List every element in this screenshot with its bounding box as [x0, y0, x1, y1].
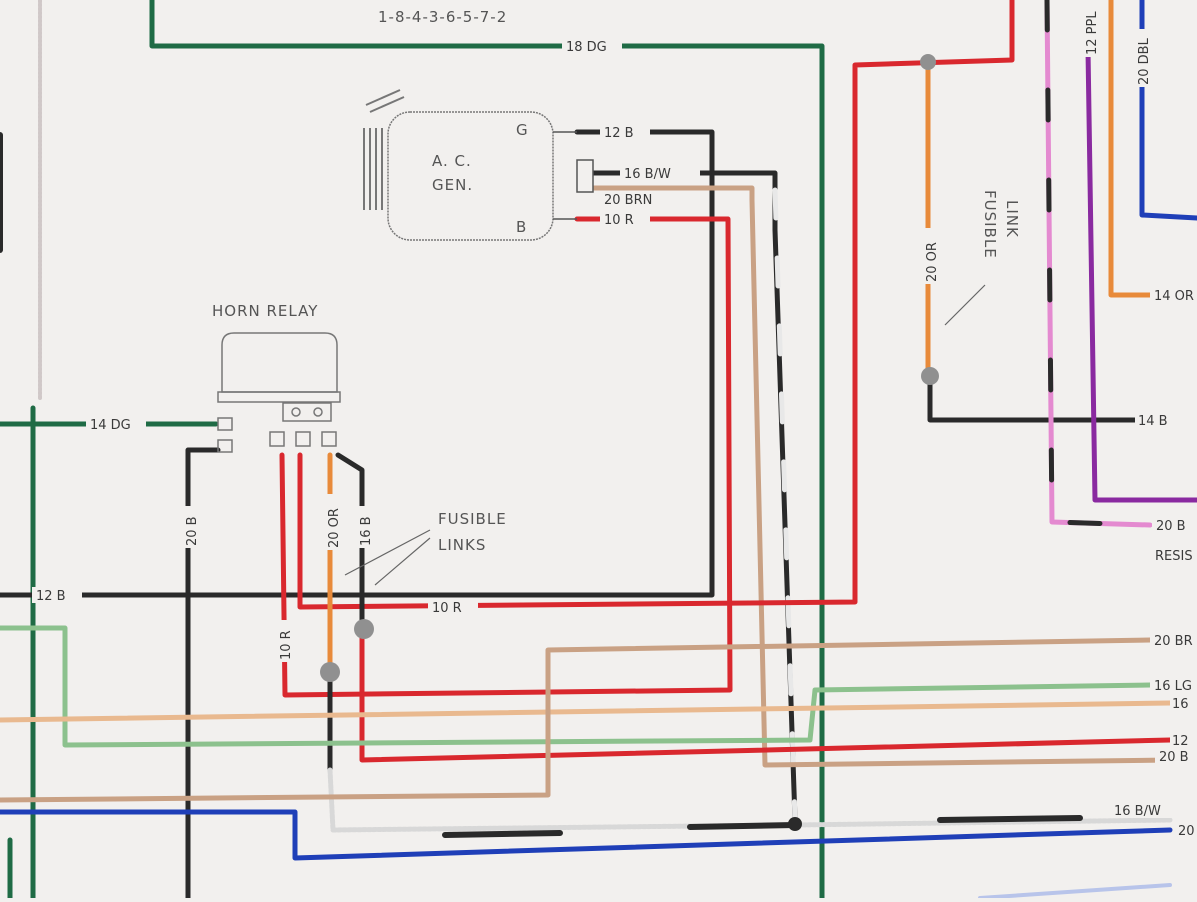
terminal-g-label: G — [516, 121, 529, 139]
label-12b-gen: 12 B — [600, 124, 650, 141]
alternator-connector-icon — [576, 159, 594, 193]
label-10r-gen: 10 R — [600, 211, 650, 228]
svg-text:14 DG: 14 DG — [90, 418, 131, 433]
svg-text:20 DBL: 20 DBL — [1137, 37, 1152, 85]
wire-16bw-bottom — [442, 815, 1083, 838]
wire-16b-red — [359, 625, 1173, 763]
svg-text:12 B: 12 B — [36, 589, 66, 604]
alternator-label-1: A. C. — [432, 152, 472, 170]
splice-dot — [788, 817, 802, 831]
svg-text:FUSIBLE: FUSIBLE — [981, 190, 999, 259]
svg-text:20 OR: 20 OR — [327, 508, 342, 548]
wire-20-blue-bottom — [0, 809, 1173, 861]
fusible-link-right-label: FUSIBLE LINK — [981, 190, 1021, 259]
label-14or-right: 14 OR — [1150, 287, 1197, 304]
svg-text:20 B: 20 B — [1156, 519, 1186, 534]
fusible-links-pointer — [344, 529, 431, 586]
wire-10r-horiz — [297, 0, 1015, 610]
resistor-note: RESIS — [1155, 549, 1193, 564]
svg-text:16 B/W: 16 B/W — [1114, 804, 1161, 819]
splice-dot — [921, 367, 939, 385]
wire-pale-blue — [978, 883, 1172, 900]
wire-18dg — [149, 0, 825, 901]
svg-text:18 DG: 18 DG — [566, 40, 607, 55]
label-16-right: 16 — [1170, 695, 1197, 712]
svg-text:14 OR: 14 OR — [1154, 289, 1194, 304]
svg-text:10 R: 10 R — [279, 630, 294, 660]
alternator-fan-icon — [363, 89, 405, 210]
label-16lg-right: 16 LG — [1150, 677, 1197, 694]
wire-16t — [0, 700, 1173, 723]
label-18dg: 18 DG — [562, 38, 622, 55]
splice-dot — [920, 54, 936, 70]
wire-14b-right — [927, 372, 1138, 423]
svg-text:16 B/W: 16 B/W — [624, 167, 671, 182]
wire-10r-gen — [279, 216, 733, 698]
terminal-b-label: B — [516, 218, 527, 236]
svg-text:16 LG: 16 LG — [1154, 679, 1192, 694]
alternator: A. C. GEN. G B — [363, 89, 594, 241]
svg-text:16: 16 — [1172, 697, 1189, 712]
fusible-links-label-2: LINKS — [438, 536, 486, 554]
wire-20b-pink — [1044, 0, 1153, 528]
svg-text:20 BRN: 20 BRN — [604, 193, 652, 208]
label-12ppl: 12 PPL — [1084, 0, 1100, 57]
label-20or-vert: 20 OR — [326, 494, 342, 550]
label-20b-vert: 20 B — [184, 506, 200, 548]
label-16bw-gen: 16 B/W — [620, 165, 700, 182]
svg-text:20 BR: 20 BR — [1154, 634, 1193, 649]
svg-text:16 B: 16 B — [359, 516, 374, 546]
label-20b-right: 20 B — [1152, 517, 1197, 534]
horn-relay: HORN RELAY — [212, 302, 341, 453]
splice-dot — [320, 662, 340, 682]
svg-text:12 B: 12 B — [604, 126, 634, 141]
wire-20or-down-white — [327, 767, 1173, 833]
svg-text:LINK: LINK — [1003, 200, 1021, 238]
svg-text:12: 12 — [1172, 734, 1189, 749]
label-12b-horiz: 12 B — [32, 587, 82, 604]
svg-text:20 OR: 20 OR — [925, 242, 940, 282]
label-20br-right: 20 BR — [1150, 632, 1197, 649]
label-20or-right: 20 OR — [924, 228, 940, 284]
svg-text:10 R: 10 R — [604, 213, 634, 228]
wire-20brn-gen — [590, 185, 1173, 768]
svg-text:20 B: 20 B — [1159, 750, 1189, 765]
label-20brn: 20 BRN — [602, 191, 682, 208]
wire-20b-vert — [185, 447, 221, 901]
label-16bw-bottom: 16 B/W — [1110, 802, 1185, 819]
wire-20br — [0, 637, 1153, 803]
splice-dot — [354, 619, 374, 639]
fusible-links-label-1: FUSIBLE — [438, 510, 507, 528]
wire-12ppl — [1085, 47, 1197, 503]
svg-text:14 B: 14 B — [1138, 414, 1168, 429]
alternator-label-2: GEN. — [432, 176, 473, 194]
svg-text:12 PPL: 12 PPL — [1085, 11, 1100, 55]
label-20dbl: 20 DBL — [1136, 29, 1152, 87]
label-14b-right: 14 B — [1135, 412, 1185, 429]
wire-14or-right — [1108, 0, 1153, 298]
wire-20b-pink-dashes — [1044, 0, 1153, 528]
label-16b-vert: 16 B — [358, 506, 374, 548]
fusible-link-right-pointer — [944, 284, 986, 326]
firing-order-text: 1-8-4-3-6-5-7-2 — [378, 8, 507, 26]
horn-relay-terminal-icon — [282, 402, 332, 422]
label-10r-vert: 10 R — [278, 620, 294, 662]
label-12-right: 12 — [1170, 732, 1197, 749]
svg-text:20 B: 20 B — [185, 516, 200, 546]
label-10r-horiz: 10 R — [428, 599, 478, 616]
wire-16b-vert — [335, 452, 365, 631]
svg-text:10 R: 10 R — [432, 601, 462, 616]
label-20b-right-2: 20 B — [1155, 748, 1197, 765]
horn-relay-label: HORN RELAY — [212, 302, 318, 320]
label-20-bottom: 20 — [1175, 822, 1197, 839]
wire-16lg — [0, 625, 1153, 748]
svg-text:20: 20 — [1178, 824, 1195, 839]
label-14dg: 14 DG — [86, 416, 146, 433]
